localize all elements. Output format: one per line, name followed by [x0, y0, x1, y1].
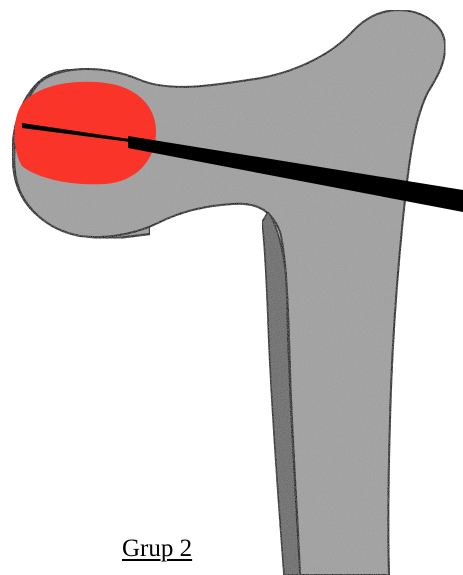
- figure-caption: Grup 2: [122, 534, 232, 564]
